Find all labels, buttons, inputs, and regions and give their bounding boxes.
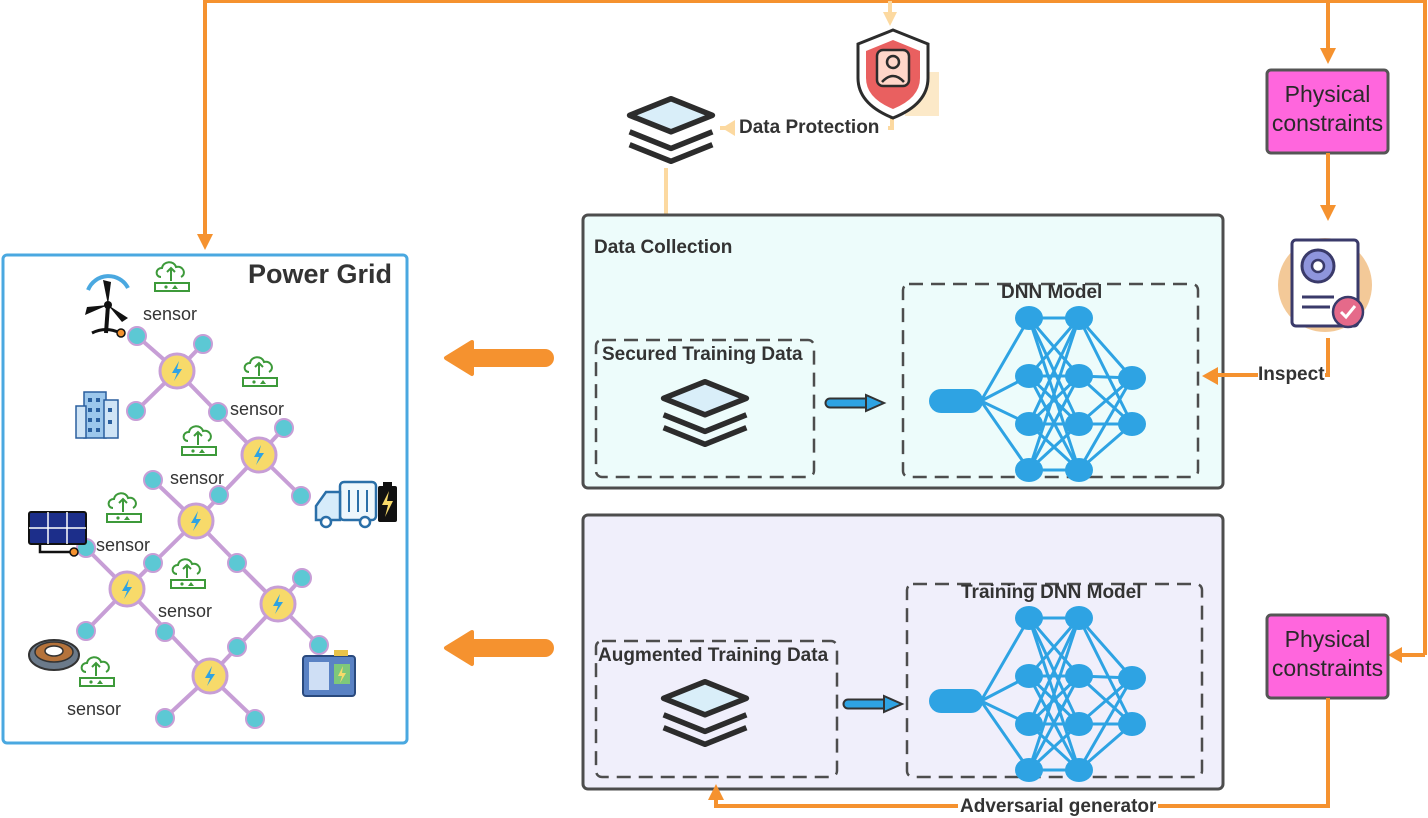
nn-neuron xyxy=(1065,664,1093,688)
training-dnn-model-network xyxy=(929,606,1146,782)
shield-user-icon xyxy=(856,28,939,120)
nn-neuron xyxy=(1118,712,1146,736)
feedback-loop-top xyxy=(197,0,1427,663)
nn-connection xyxy=(979,400,1031,471)
adversarial-generator-label: Adversarial generator xyxy=(958,796,1159,818)
nn-neuron xyxy=(1065,458,1093,482)
nn-neuron xyxy=(1065,712,1093,736)
nn-neuron xyxy=(1015,758,1043,782)
nn-neuron xyxy=(1118,666,1146,690)
nn-neuron xyxy=(1015,412,1043,436)
data-collection-label: Data Collection xyxy=(594,237,733,258)
nn-connection xyxy=(1027,617,1081,725)
inspect-arrow xyxy=(1202,338,1330,385)
sensor-label: sensor xyxy=(170,468,225,488)
nn-connection xyxy=(979,317,1031,402)
nn-neuron xyxy=(1118,366,1146,390)
inspect-label: Inspect xyxy=(1258,364,1325,386)
solar-panel-icon xyxy=(28,511,87,557)
nn-connection xyxy=(1077,317,1134,379)
nn-neuron xyxy=(1015,606,1043,630)
nn-connection xyxy=(1077,617,1134,679)
secured-training-data-label: Secured Training Data xyxy=(602,344,803,365)
data-layers-icon xyxy=(630,99,713,162)
nn-connection xyxy=(1077,677,1134,771)
output-arrow-lower xyxy=(444,630,554,666)
physical-constraints-top-label: Physical constraints xyxy=(1267,80,1388,138)
generator-icon xyxy=(302,650,356,697)
sensor-label: sensor xyxy=(67,699,122,719)
nn-input-node xyxy=(929,689,983,713)
nn-input-node xyxy=(929,389,983,413)
sensor-label: sensor xyxy=(143,304,198,324)
power-grid-title: Power Grid xyxy=(248,259,393,289)
physical-constraints-bottom-line2: constraints xyxy=(1271,655,1384,681)
sensor-label: sensor xyxy=(158,601,213,621)
nn-connection xyxy=(1027,617,1081,677)
secured-training-panel xyxy=(581,213,1225,490)
nn-neuron xyxy=(1015,664,1043,688)
nn-connection xyxy=(979,700,1031,771)
data-protection-group xyxy=(630,28,939,336)
nn-connection xyxy=(1027,317,1081,425)
nn-connection xyxy=(1077,617,1134,725)
nn-connection xyxy=(1077,317,1134,425)
nn-neuron xyxy=(1015,458,1043,482)
physical-constraints-bottom-line1: Physical xyxy=(1284,626,1371,652)
nn-connection xyxy=(1077,377,1134,471)
physical-constraints-top-line1: Physical xyxy=(1284,81,1371,107)
physical-constraints-top-line2: constraints xyxy=(1271,110,1384,136)
wind-turbine-icon xyxy=(85,274,130,338)
sensor-label: sensor xyxy=(96,535,151,555)
nn-neuron xyxy=(1015,306,1043,330)
nn-neuron xyxy=(1015,712,1043,736)
dnn-model-label: DNN Model xyxy=(1001,282,1103,303)
nn-connection xyxy=(1027,617,1081,771)
dnn-model-network xyxy=(929,306,1146,482)
data-protection-label: Data Protection xyxy=(739,117,880,138)
nn-connection xyxy=(1027,675,1081,771)
gear-document-icon xyxy=(1268,225,1388,343)
ev-truck-icon xyxy=(314,480,397,529)
training-dnn-model-label: Training DNN Model xyxy=(961,582,1142,603)
nn-neuron xyxy=(1065,412,1093,436)
nn-connection xyxy=(979,617,1031,702)
physical-constraints-bottom-label: Physical constraints xyxy=(1267,625,1388,683)
sensor-label: sensor xyxy=(230,399,285,419)
nn-neuron xyxy=(1065,364,1093,388)
nn-neuron xyxy=(1065,306,1093,330)
nn-neuron xyxy=(1065,758,1093,782)
nn-neuron xyxy=(1015,364,1043,388)
building-icon xyxy=(75,391,119,439)
nn-neuron xyxy=(1065,606,1093,630)
augmented-training-data-label: Augmented Training Data xyxy=(598,645,829,666)
output-arrow-upper xyxy=(444,340,554,376)
grid-nodes xyxy=(76,326,329,729)
nn-neuron xyxy=(1118,412,1146,436)
augmented-training-panel xyxy=(581,513,1225,791)
nn-connection xyxy=(1027,317,1081,471)
motor-icon xyxy=(28,639,80,671)
nn-connection xyxy=(1027,375,1081,471)
power-grid-panel xyxy=(1,253,409,745)
nn-connection xyxy=(1027,317,1081,377)
